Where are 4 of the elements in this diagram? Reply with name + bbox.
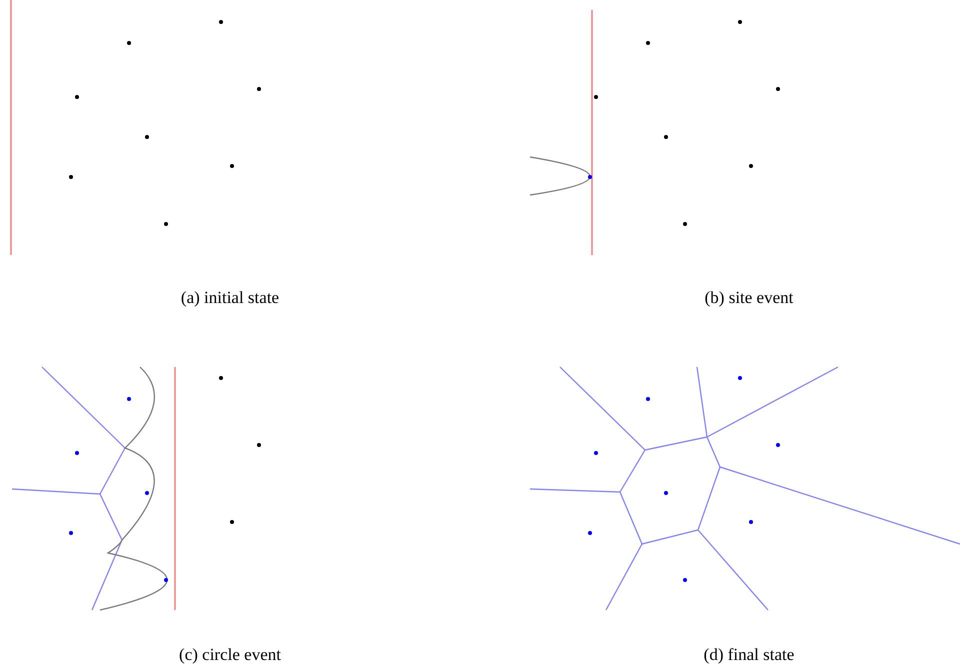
- panel-caption: (b) site event: [704, 288, 794, 308]
- panel-caption: (c) circle event: [179, 645, 281, 665]
- panel-caption: (d) final state: [704, 645, 794, 665]
- panel-caption: (a) initial state: [180, 288, 280, 308]
